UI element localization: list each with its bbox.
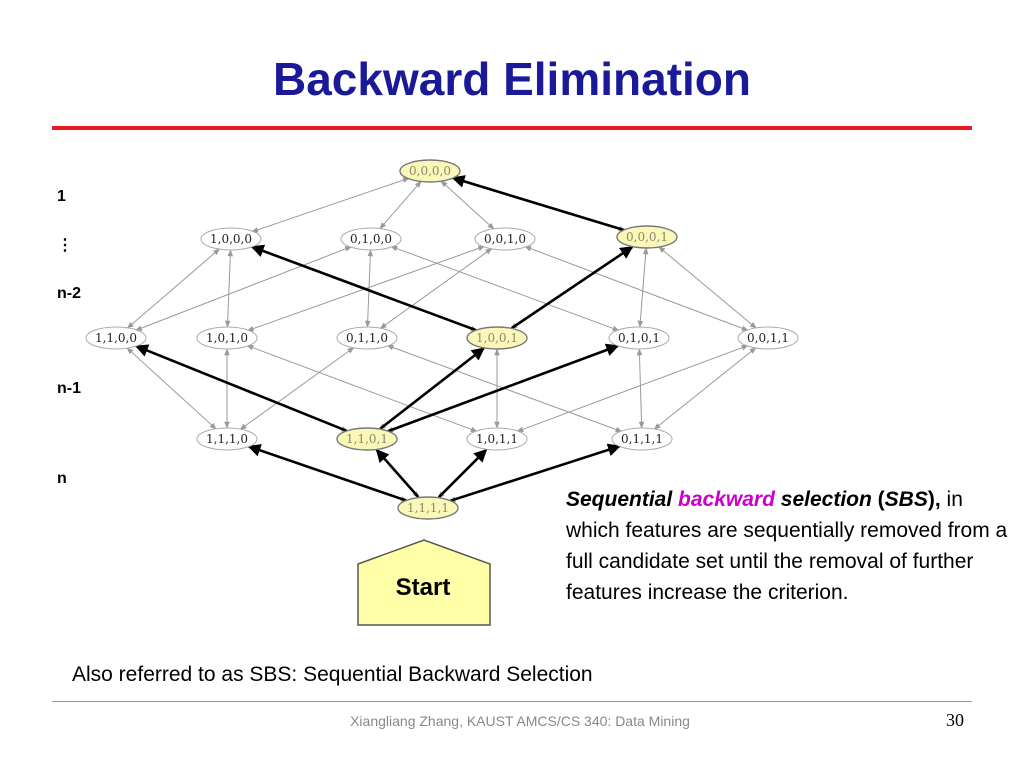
elimination-step-arrow (437, 448, 488, 499)
subset-node-0010: 0,0,1,0 (474, 227, 536, 251)
subset-node-0011: 0,0,1,1 (737, 326, 799, 350)
elimination-step-arrow (247, 444, 407, 502)
desc-term-1: Sequential (566, 488, 673, 511)
elimination-step-arrow (510, 245, 634, 330)
lattice-edge (524, 246, 749, 331)
subset-node-0110: 0,1,1,0 (336, 326, 398, 350)
title-underline (52, 126, 972, 130)
lattice-edge (658, 246, 757, 329)
level-label-ellipsis: ⋮ (57, 237, 73, 254)
subset-node-0001: 0,0,0,1 (616, 225, 678, 249)
level-label-n-1: n-1 (57, 380, 81, 397)
lattice-edge (516, 344, 749, 433)
level-label-1: 1 (57, 188, 66, 205)
lattice-edge (379, 248, 493, 329)
subset-node-label: 0,1,0,1 (618, 331, 660, 345)
elimination-step-arrow (375, 449, 420, 498)
lattice-edge (126, 248, 221, 329)
subset-node-1001: 1,0,0,1 (466, 326, 528, 350)
lattice-edge (379, 180, 422, 230)
elimination-step-arrow (379, 347, 485, 430)
subset-node-1010: 1,0,1,0 (196, 326, 258, 350)
subset-node-label: 1,1,0,1 (346, 432, 388, 446)
subset-node-1111: 1,1,1,1 (397, 496, 459, 520)
also-note: Also referred to as SBS: Sequential Back… (72, 663, 593, 686)
lattice-edge (134, 246, 353, 331)
lattice-edge (653, 347, 757, 430)
lattice-edge (251, 177, 410, 233)
start-label: Start (395, 574, 451, 601)
desc-term-highlight: backward (678, 488, 775, 511)
subset-node-0111: 0,1,1,1 (611, 427, 673, 451)
lattice-edge (637, 247, 649, 328)
subset-node-label: 0,1,1,1 (621, 432, 663, 446)
subset-node-label: 0,0,0,0 (409, 164, 451, 178)
subset-node-label: 1,0,1,1 (476, 432, 518, 446)
subset-node-label: 1,0,1,0 (206, 331, 248, 345)
desc-body: in which features are sequentially remov… (566, 488, 1008, 604)
subset-node-label: 1,1,1,0 (206, 432, 248, 446)
subset-node-label: 1,1,1,1 (407, 501, 449, 515)
start-marker (357, 539, 491, 626)
subset-node-label: 0,1,1,0 (346, 331, 388, 345)
subset-node-1011: 1,0,1,1 (466, 427, 528, 451)
page-number: 30 (946, 710, 964, 730)
lattice-edge (390, 245, 620, 332)
elimination-step-arrow (387, 343, 620, 433)
subset-node-label: 1,0,0,0 (210, 232, 252, 246)
slide-title: Backward Elimination (272, 53, 751, 105)
subset-node-label: 0,0,0,1 (626, 230, 668, 244)
subset-node-label: 1,0,0,1 (476, 331, 518, 345)
elimination-path (134, 175, 634, 503)
subset-node-1100: 1,1,0,0 (85, 326, 147, 350)
desc-open-paren: ( (877, 488, 885, 511)
sbs-description: Sequential backward selection (SBS), in … (566, 484, 1016, 608)
desc-close-paren: ), (927, 488, 941, 511)
subset-node-1000: 1,0,0,0 (200, 227, 262, 251)
level-label-n: n (57, 470, 67, 487)
subset-node-label: 1,1,0,0 (95, 331, 137, 345)
elimination-step-arrow (250, 244, 477, 332)
subset-node-0101: 0,1,0,1 (608, 326, 670, 350)
footer-text: Xiangliang Zhang, KAUST AMCS/CS 340: Dat… (350, 713, 690, 729)
subset-node-1101: 1,1,0,1 (336, 427, 398, 451)
subset-node-label: 0,0,1,0 (484, 232, 526, 246)
elimination-step-arrow (451, 175, 625, 232)
subset-node-label: 0,1,0,0 (350, 232, 392, 246)
subset-node-label: 0,0,1,1 (747, 331, 789, 345)
lattice-edge (224, 249, 234, 328)
lattice-nodes: 0,0,0,0 1,0,0,0 0,1,0,0 0,0,1,0 0,0,0,1 1,1,0… (85, 159, 799, 520)
subset-node-0000: 0,0,0,0 (399, 159, 461, 183)
desc-term-2: selection (780, 488, 872, 511)
elimination-step-arrow (134, 344, 348, 433)
subset-node-0100: 0,1,0,0 (340, 227, 402, 251)
lattice-edge (246, 344, 478, 433)
desc-abbr: SBS (884, 488, 928, 511)
footer-divider (52, 701, 972, 702)
subset-node-1110: 1,1,1,0 (196, 427, 258, 451)
lattice-edge (239, 347, 355, 430)
lattice-edge (364, 249, 374, 328)
elimination-step-arrow (449, 443, 621, 503)
level-label-n-2: n-2 (57, 285, 81, 302)
lattice-edge (636, 348, 645, 429)
